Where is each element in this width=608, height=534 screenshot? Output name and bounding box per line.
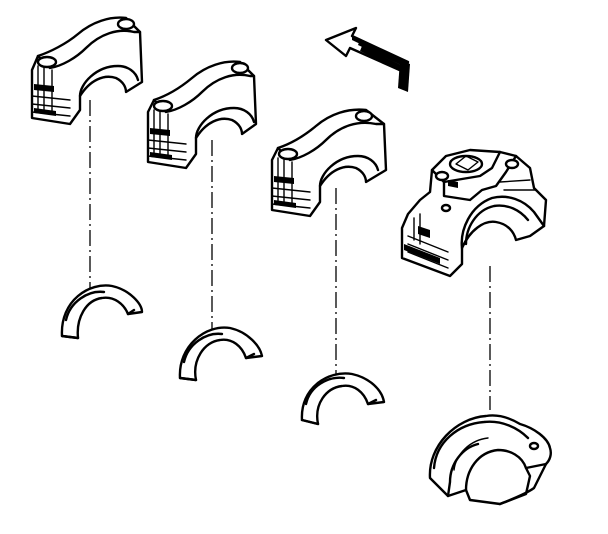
bearing-set-2 <box>146 60 264 382</box>
main-bearing-cap-icon <box>270 108 388 218</box>
main-bearing-cap-icon <box>30 16 144 126</box>
lower-bearing-insert-icon <box>178 326 264 382</box>
bearing-set-1 <box>30 16 144 340</box>
main-bearing-cap-icon <box>146 60 258 170</box>
front-direction-arrow-icon <box>324 26 410 92</box>
bearing-set-3 <box>270 108 388 426</box>
thrust-bearing-cap-icon <box>400 148 548 278</box>
bearing-set-4 <box>400 148 552 506</box>
flanged-thrust-bearing-insert-icon <box>428 414 552 506</box>
lower-bearing-insert-icon <box>60 284 144 340</box>
lower-bearing-insert-icon <box>300 372 386 426</box>
